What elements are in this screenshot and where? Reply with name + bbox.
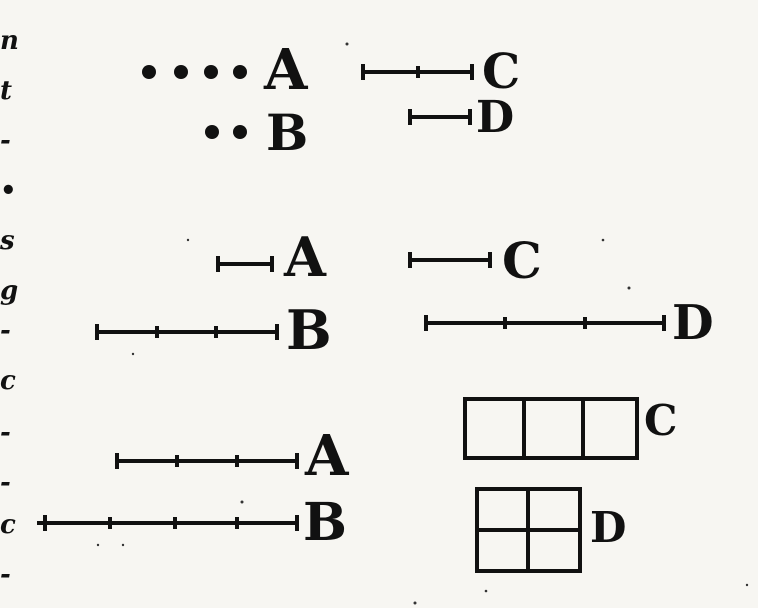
- segment-b-row3: [37, 515, 299, 531]
- label-b-row3: B: [303, 492, 347, 553]
- margin-fragment: t: [0, 76, 13, 106]
- grid-d: [475, 487, 582, 573]
- segment-d-row2: [424, 315, 666, 331]
- segment-d-row1: [408, 109, 472, 125]
- margin-fragment: -: [0, 126, 11, 156]
- margin-fragment: c: [0, 510, 16, 540]
- label-a-row1: A: [264, 37, 308, 103]
- label-c-row1: C: [482, 44, 521, 100]
- label-c-row2: C: [502, 231, 542, 290]
- margin-fragment: -: [0, 468, 11, 498]
- margin-fragment: n: [0, 26, 19, 56]
- label-a-row2: A: [284, 225, 326, 289]
- margin-fragment: g: [0, 276, 19, 306]
- paper-specks: [96, 42, 749, 605]
- margin-fragment: -: [0, 560, 11, 590]
- margin-fragment: -: [0, 316, 11, 346]
- margin-fragment: s: [0, 226, 15, 256]
- segment-a-row2: [216, 256, 274, 272]
- label-b-row1: B: [266, 103, 309, 162]
- margin-fragment: c: [0, 366, 16, 396]
- dot-group-b: [205, 125, 247, 139]
- segment-c-row1: [361, 64, 474, 80]
- label-d-row1: D: [476, 92, 515, 143]
- segment-a-row3: [115, 453, 299, 469]
- label-b-row2: B: [286, 298, 332, 362]
- dot-group-a: [142, 65, 247, 79]
- grid-c: [463, 397, 639, 460]
- margin-fragment: •: [0, 176, 17, 206]
- label-d-row3: D: [590, 503, 627, 552]
- segment-b-row2: [95, 324, 279, 340]
- label-a-row3: A: [305, 423, 349, 489]
- segment-c-row2: [408, 252, 492, 268]
- margin-fragment: -: [0, 418, 11, 448]
- label-d-row2: D: [672, 295, 714, 351]
- label-c-row3: C: [644, 396, 678, 445]
